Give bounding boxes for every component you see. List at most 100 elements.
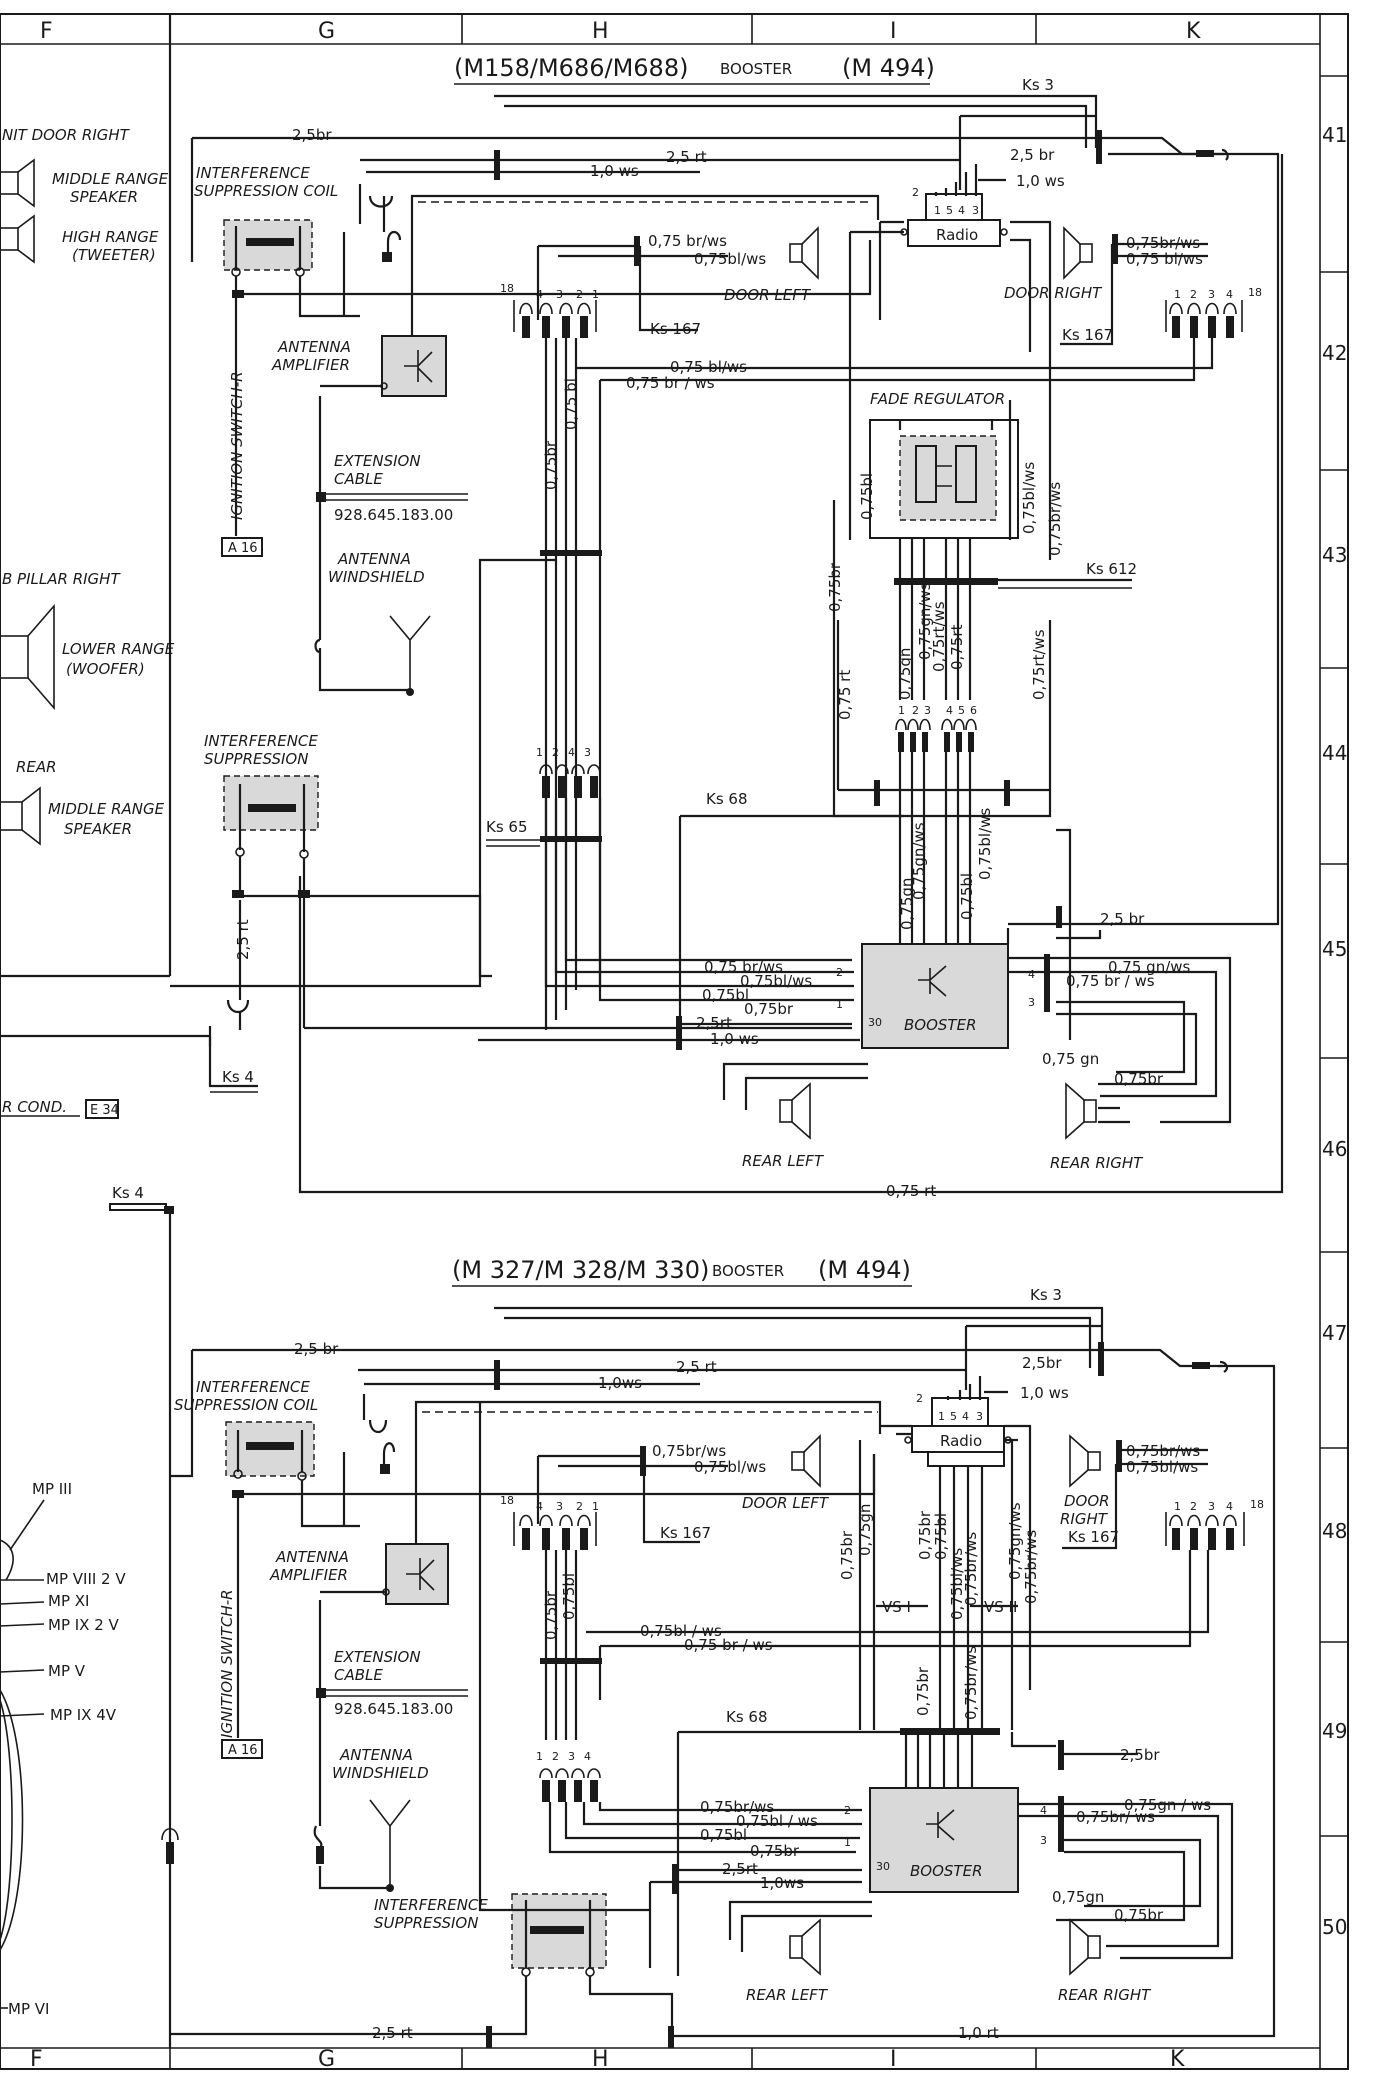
col-i-bottom: I	[890, 2047, 897, 2072]
col-f-bottom: F	[30, 2047, 43, 2072]
wire-label: 0,75gn/ws	[910, 822, 928, 900]
wire-label: WINDSHIELD	[328, 568, 425, 586]
wire-label: 2,5br	[1022, 1354, 1062, 1372]
wire-label: Ks 167	[650, 320, 701, 338]
unit-door-right-label: NIT DOOR RIGHT	[2, 126, 131, 144]
pin-number: 2	[912, 186, 919, 199]
bottom-title-option: (M 494)	[818, 1256, 911, 1284]
rear-mid-range-icon	[0, 786, 41, 846]
wire-label: Ks 68	[706, 790, 748, 808]
pin-number: 3	[976, 1410, 983, 1423]
pin-number: 5	[958, 704, 965, 717]
wire-label: 2,5 br	[294, 1340, 339, 1358]
wire-label: HIGH RANGE	[62, 228, 159, 246]
wire-label: Ks 167	[1068, 1528, 1119, 1546]
wire-label: REAR RIGHT	[1058, 1986, 1152, 2004]
pin-number: 18	[500, 1494, 514, 1507]
wire-label: 1,0ws	[598, 1374, 642, 1392]
wire-label: 2,5 br	[1100, 910, 1145, 928]
pin-number: 1	[836, 998, 843, 1011]
woofer-icon	[0, 603, 55, 711]
wire-label: 928.645.183.00	[334, 1700, 453, 1718]
wire-label: 0,75bl	[932, 1513, 950, 1560]
pin-number: 5	[946, 204, 953, 217]
wire-label: 0,75 bl	[562, 378, 580, 430]
booster-amplifier-top	[861, 943, 1009, 1049]
rear-right-speaker-bottom-icon	[1069, 1918, 1101, 1976]
bottom-title-models: (M 327/M 328/M 330)	[452, 1256, 709, 1284]
antenna-windshield-bottom-icon	[369, 1799, 411, 1888]
wire-label: MIDDLE RANGE	[48, 800, 165, 818]
wire-label: A 16	[228, 541, 258, 556]
wire-label: 0,75br/ws	[1046, 482, 1064, 556]
wire-label: CABLE	[334, 1666, 383, 1684]
wire-label: 0,75br/ws	[1126, 1442, 1200, 1460]
wire-label: 1,0 ws	[1020, 1384, 1069, 1402]
row-42: 42	[1322, 341, 1347, 365]
booster-amplifier-bottom	[869, 1787, 1019, 1893]
wire-label: Radio	[940, 1432, 982, 1450]
pin-number: 4	[536, 1500, 543, 1513]
wire-label: ANTENNA	[277, 338, 351, 356]
pin-number: 1	[1174, 288, 1181, 301]
col-g-bottom: G	[318, 2047, 335, 2072]
pin-number: 5	[950, 1410, 957, 1423]
wire-label: WINDSHIELD	[332, 1764, 429, 1782]
wire-label: AMPLIFIER	[269, 1566, 348, 1584]
wire-label: 0,75bl/ws	[1020, 462, 1038, 534]
pin-number: 3	[1208, 288, 1215, 301]
wire-label: SPEAKER	[70, 188, 138, 206]
door-left-speaker-icon	[789, 226, 819, 280]
rear-left-speaker-icon	[779, 1082, 811, 1140]
wire-label: REAR RIGHT	[1050, 1154, 1144, 1172]
wire-label: Radio	[936, 226, 978, 244]
wire-label: 2,5br	[292, 126, 332, 144]
wire-label: 1,0 ws	[1016, 172, 1065, 190]
wire-label: 0,75 br / ws	[626, 374, 715, 392]
row-markers: 41 42 43 44 45 46 47 48 49 50	[1320, 75, 1348, 1939]
wire-label: 0,75bl/ws	[740, 972, 812, 990]
rear-left-speaker-bottom-icon	[789, 1918, 821, 1976]
wire-label: ANTENNA	[275, 1548, 349, 1566]
pin-number: 3	[568, 1750, 575, 1763]
wire-label: (TWEETER)	[72, 246, 156, 264]
row-41: 41	[1322, 123, 1347, 147]
pin-number: 1	[536, 1750, 543, 1763]
wire-label: 0,75br	[542, 1590, 560, 1640]
wire-label: 0,75rt/ws	[1030, 629, 1048, 700]
wire-label: 0,75bl/ws	[694, 1458, 766, 1476]
wire-label: A 16	[228, 1743, 258, 1758]
pin-number: 3	[556, 1500, 563, 1513]
harness-band	[540, 550, 602, 556]
wire-label: 0,75rt	[948, 624, 966, 670]
wire-2-5br-bottom	[192, 1348, 1200, 1368]
wire-label: (WOOFER)	[66, 660, 145, 678]
door-right-speaker-bottom-icon	[1069, 1434, 1101, 1488]
fade-regulator	[869, 419, 1019, 539]
pin-number: 1	[934, 204, 941, 217]
wire-label: B PILLAR RIGHT	[2, 570, 121, 588]
wire-label: FADE REGULATOR	[870, 390, 1005, 408]
pin-number: 6	[970, 704, 977, 717]
pin-number: 3	[1208, 1500, 1215, 1513]
wire-label: 0,75br	[750, 1842, 800, 1860]
wire-label: 0,75gn/ws	[916, 582, 934, 660]
wire-label: Ks 4	[112, 1184, 144, 1202]
pin-number: 4	[1226, 1500, 1233, 1513]
wire-label: 0,75 rt	[886, 1182, 936, 1200]
wire-label: 0,75bl	[958, 873, 976, 920]
wire-label: 0,75bl	[702, 986, 749, 1004]
pin-number: 2	[844, 1804, 851, 1817]
wire-label: DOOR LEFT	[742, 1494, 830, 1512]
wire-label: IGNITION SWITCH-R	[218, 1589, 236, 1738]
wire-label: 0,75br/ws	[962, 1532, 980, 1606]
pin-number: 2	[576, 1500, 583, 1513]
pin-number: 4	[1040, 1804, 1047, 1817]
car-outline-icon	[0, 1539, 14, 1581]
pin-number: 4	[946, 704, 953, 717]
transistor-bottom-icon	[926, 1809, 955, 1841]
wire-label: 0,75bl	[858, 473, 876, 520]
wire-label: ANTENNA	[337, 550, 411, 568]
wire-label: 0,75br	[914, 1666, 932, 1716]
